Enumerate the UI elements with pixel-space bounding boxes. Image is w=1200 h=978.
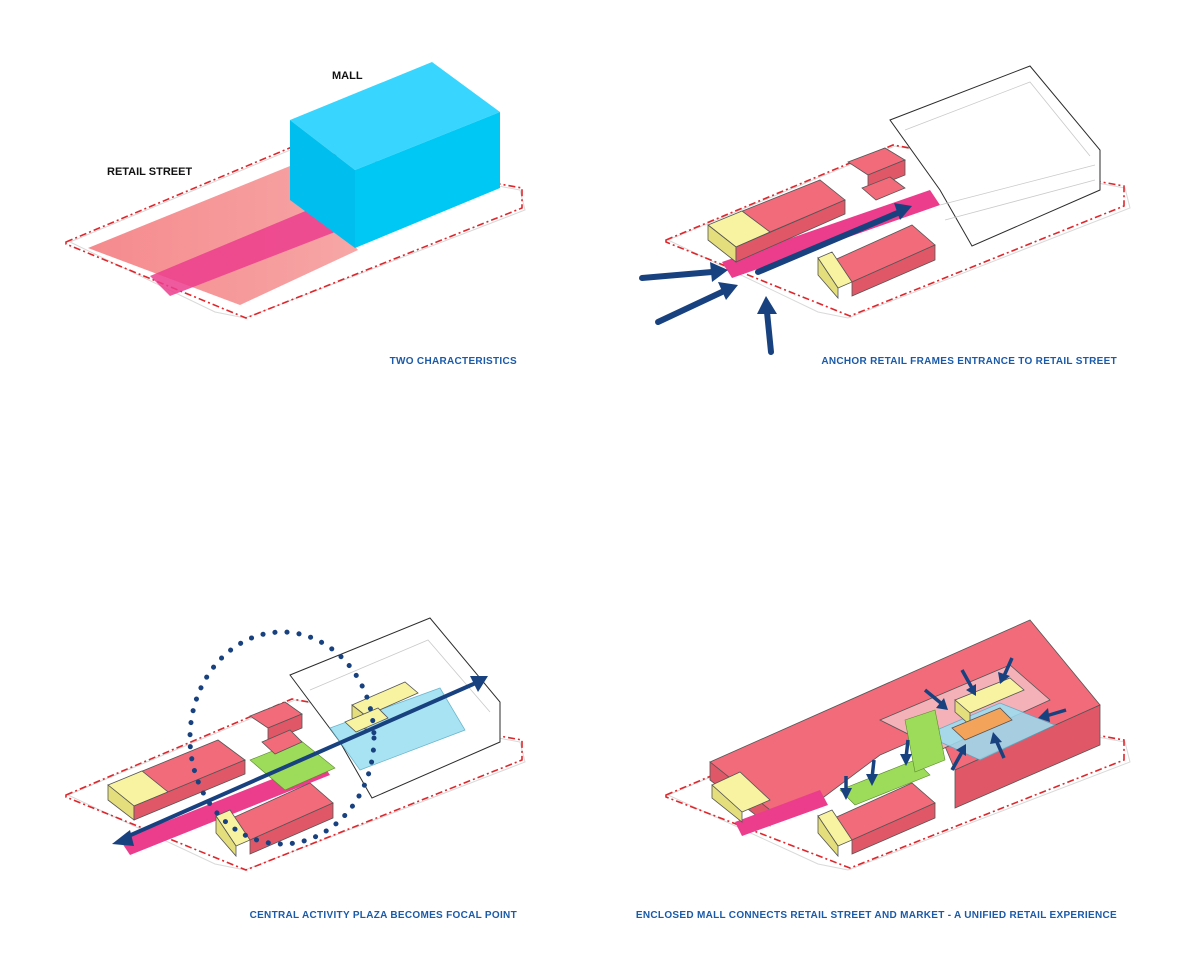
panel-central-plaza: CENTRAL ACTIVITY PLAZA BECOMES FOCAL POI…	[65, 617, 526, 921]
arrow-head	[900, 754, 912, 766]
axis-arrow	[123, 680, 479, 840]
glass-atrium	[329, 687, 466, 771]
street-spine	[722, 190, 940, 278]
anchor-block-side	[711, 784, 743, 823]
kiosk-block	[861, 176, 906, 201]
panel-anchor-retail: ANCHOR RETAIL FRAMES ENTRANCE TO RETAIL …	[639, 65, 1131, 367]
panel-caption: TWO CHARACTERISTICS	[390, 356, 517, 367]
retail-block-side	[249, 802, 334, 855]
arrow-head	[710, 262, 728, 282]
mall-floor-lines	[944, 179, 1096, 221]
mall-block-top	[290, 62, 500, 170]
focal-point-circle	[187, 629, 377, 847]
anchor-block-top	[344, 707, 389, 733]
arrow-head	[894, 203, 912, 220]
retail-block-side	[133, 759, 246, 821]
mall-floor-lines	[939, 164, 1096, 206]
mall-label: MALL	[332, 70, 363, 82]
retail-block-side	[851, 802, 936, 855]
inward-arrow	[960, 669, 974, 689]
arrow-head	[470, 676, 488, 692]
circulation-arrow	[755, 209, 903, 275]
retail-street-label: RETAIL STREET	[107, 166, 192, 178]
market-kiosk	[951, 707, 1013, 741]
mall-block-side	[290, 120, 355, 248]
arrow-head	[936, 698, 948, 710]
arrow-head	[718, 282, 738, 300]
inward-arrow	[994, 739, 1006, 759]
retail-block-side	[851, 244, 936, 297]
mall-block-front	[355, 112, 500, 248]
kiosk-block	[267, 713, 303, 743]
arrow-head	[998, 672, 1010, 684]
activity-plaza	[904, 709, 946, 773]
arrow-head	[1038, 708, 1050, 722]
activity-plaza	[839, 759, 931, 806]
entry-arrow	[655, 289, 725, 325]
panel-caption: ANCHOR RETAIL FRAMES ENTRANCE TO RETAIL …	[821, 356, 1117, 367]
panel-enclosed-mall: ENCLOSED MALL CONNECTS RETAIL STREET AND…	[636, 619, 1131, 921]
anchor-block-side	[817, 256, 839, 300]
street-spine	[150, 207, 335, 296]
entry-arrow	[764, 309, 774, 355]
arrow-head	[840, 788, 852, 800]
panel-caption: ENCLOSED MALL CONNECTS RETAIL STREET AND…	[636, 910, 1117, 921]
inward-arrow	[923, 688, 944, 706]
panel-two-characteristics: MALL RETAIL STREET TWO CHARACTERISTICS	[65, 62, 526, 367]
arrow-head	[866, 774, 878, 786]
retail-block-side	[735, 199, 846, 263]
inward-arrow	[1045, 708, 1067, 718]
arrow-head	[990, 732, 1002, 744]
arrow-head	[966, 684, 976, 696]
mall-outline	[889, 65, 1101, 247]
site-boundary	[665, 144, 1125, 317]
anchor-block-side	[817, 814, 839, 858]
mall-floor-lines	[904, 81, 1091, 157]
street-spine	[735, 790, 828, 836]
site-boundary	[65, 698, 523, 871]
arrow-head	[112, 830, 134, 846]
anchor-block-side	[215, 814, 237, 858]
retail-street-zone	[88, 166, 358, 305]
entry-arrow	[639, 269, 715, 281]
inward-arrow	[1002, 657, 1014, 677]
kiosk-block	[261, 729, 303, 755]
panel-caption: CENTRAL ACTIVITY PLAZA BECOMES FOCAL POI…	[250, 910, 517, 921]
arrow-head	[956, 744, 966, 756]
inward-arrow	[950, 751, 964, 771]
arrow-head	[757, 296, 777, 314]
